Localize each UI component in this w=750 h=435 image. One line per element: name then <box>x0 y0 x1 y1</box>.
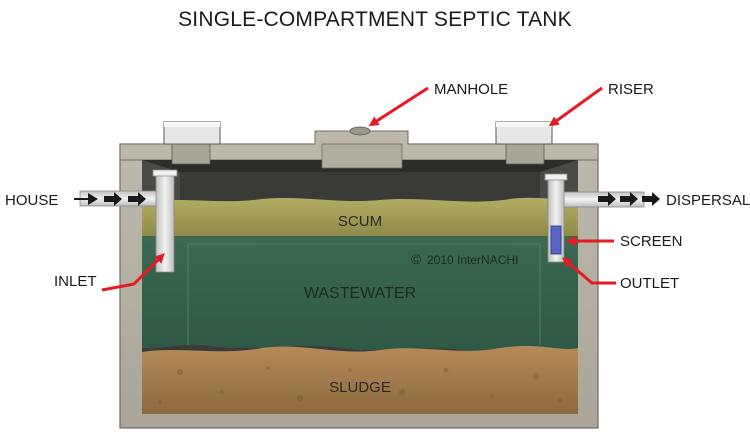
sludge-texture <box>158 366 562 404</box>
house-label: HOUSE <box>5 192 58 209</box>
sludge-label: SLUDGE <box>329 379 391 396</box>
manhole-arrow <box>368 86 429 127</box>
outlet-label: OUTLET <box>620 275 679 292</box>
copyright-text: 2010 InterNACHI <box>427 253 518 267</box>
riser-left <box>163 121 221 165</box>
inlet-pipe <box>79 169 178 273</box>
wastewater-layer <box>142 236 578 352</box>
riser-arrow <box>548 86 603 127</box>
wastewater-label: WASTEWATER <box>304 285 416 302</box>
effluent-screen <box>550 225 562 255</box>
riser-right <box>495 121 553 165</box>
inlet-arrow <box>101 253 165 292</box>
manhole-cover <box>349 126 371 136</box>
outlet-pipe <box>544 173 645 263</box>
outlet-arrow <box>561 257 616 285</box>
diagram-title: SINGLE-COMPARTMENT SEPTIC TANK <box>178 8 572 31</box>
dispersal-flow-arrows <box>598 192 660 206</box>
scum-label: SCUM <box>338 213 382 230</box>
copyright-symbol: © <box>411 251 422 267</box>
callout-arrows <box>101 86 616 292</box>
house-flow-arrows <box>74 192 146 206</box>
inlet-label: INLET <box>54 273 97 290</box>
dispersal-label: DISPERSAL <box>666 192 750 209</box>
sludge-layer <box>142 346 578 414</box>
screen-label: SCREEN <box>620 233 683 250</box>
riser-label: RISER <box>608 81 654 98</box>
scum-layer <box>142 197 578 236</box>
water-perspective-lines <box>187 243 541 345</box>
manhole-label: MANHOLE <box>434 81 508 98</box>
